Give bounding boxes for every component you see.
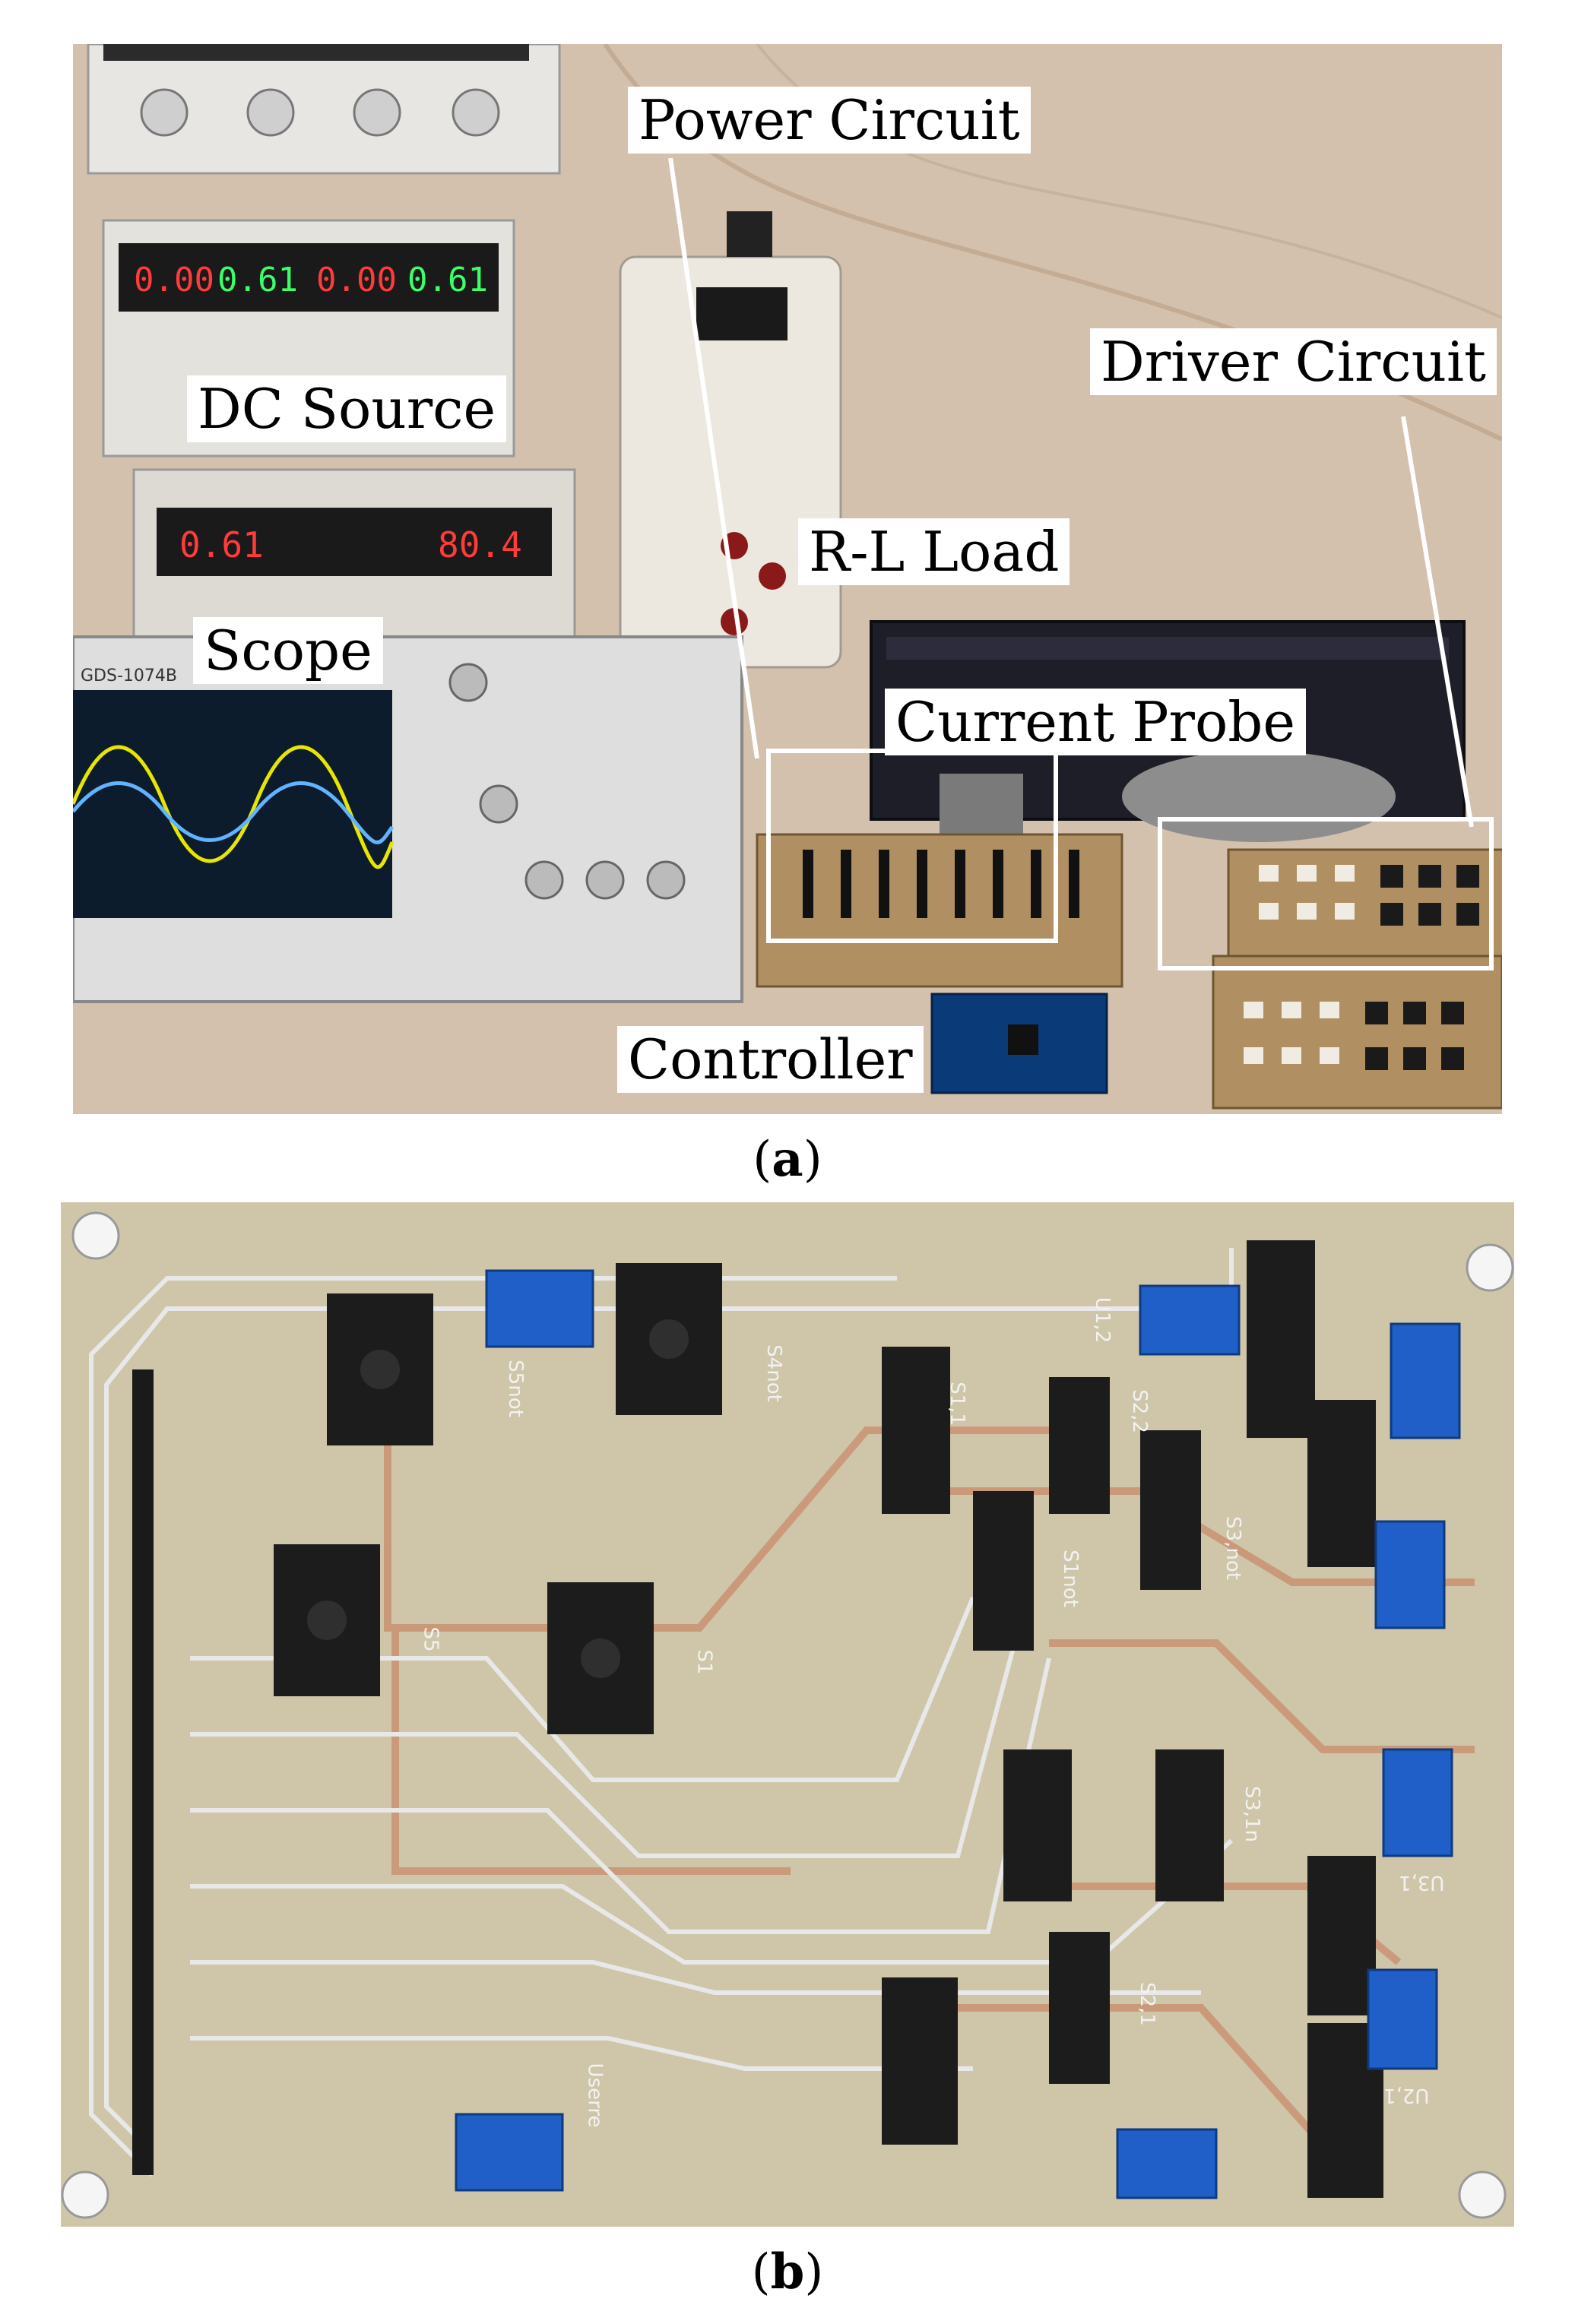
silk-u31: U3,1 <box>1399 1871 1445 1894</box>
pcb-illustration <box>61 1202 1514 2227</box>
psu-voltage-readout-2: 0.61 <box>407 261 488 299</box>
silk-s5not: S5not <box>503 1360 527 1417</box>
psu2-right-readout: 80.4 <box>438 524 522 565</box>
silk-s5: S5 <box>419 1626 442 1652</box>
silk-userre: Userre <box>583 2063 607 2128</box>
scope-model-label: GDS-1074B <box>81 666 177 685</box>
caption-a: (a) <box>753 1131 822 1188</box>
silk-s22: S2,2 <box>1127 1389 1151 1433</box>
silk-s11: S1,1 <box>945 1382 968 1426</box>
pcb-photo: S5not S4not S5 S1 S1,1 S2,2 S1not S3,not… <box>61 1202 1514 2227</box>
silk-u21: U2,1 <box>1383 2084 1430 2107</box>
lab-setup-photo: 0.00 0.61 0.00 0.61 0.61 80.4 GDS-1074B <box>73 44 1502 1114</box>
driver-circuit-label: Driver Circuit <box>1090 328 1497 395</box>
psu2-left-readout: 0.61 <box>179 524 264 565</box>
silk-s1: S1 <box>692 1649 716 1675</box>
silk-u12: U1,2 <box>1091 1297 1114 1344</box>
dc-source-label: DC Source <box>187 375 507 442</box>
silk-s1not: S1not <box>1058 1550 1082 1607</box>
caption-b: (b) <box>751 2243 824 2300</box>
scope-label: Scope <box>193 617 383 684</box>
psu-voltage-readout: 0.61 <box>217 261 298 299</box>
silk-s3not: S3,not <box>1221 1516 1244 1580</box>
controller-label: Controller <box>617 1026 924 1093</box>
psu-current-readout-2: 0.00 <box>316 261 397 299</box>
silk-s21: S2,1 <box>1135 1982 1158 2026</box>
current-probe-label: Current Probe <box>885 689 1307 755</box>
power-circuit-label: Power Circuit <box>628 87 1031 154</box>
caption-b-label: b <box>770 2243 805 2300</box>
caption-a-label: a <box>772 1131 803 1188</box>
silk-s4not: S4not <box>762 1344 785 1402</box>
rl-load-label: R-L Load <box>798 518 1070 585</box>
psu-current-readout: 0.00 <box>134 261 214 299</box>
silk-s31n: S3,1n <box>1241 1785 1264 1843</box>
lab-setup-illustration: 0.00 0.61 0.00 0.61 0.61 80.4 GDS-1074B <box>73 44 1502 1114</box>
